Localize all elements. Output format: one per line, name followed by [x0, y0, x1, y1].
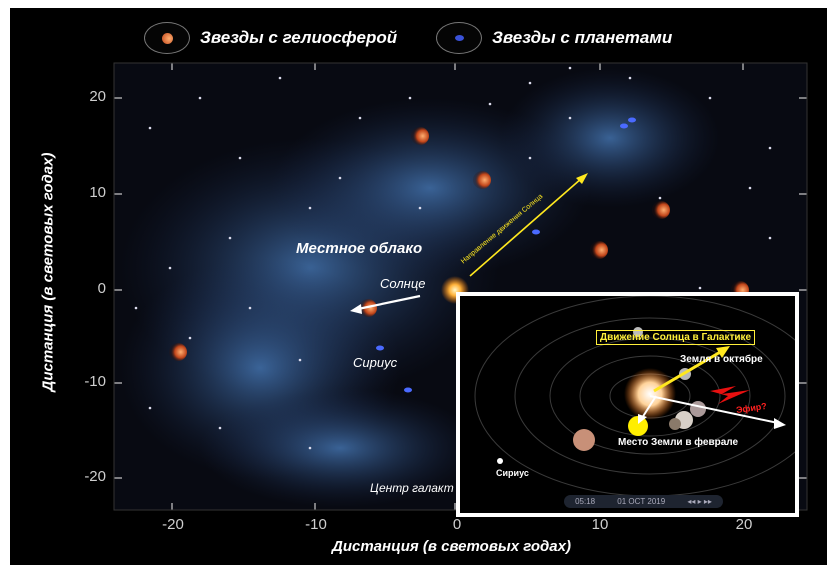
inset-white-arrow-down — [641, 395, 657, 419]
map-canvas — [113, 62, 808, 511]
direction-arrow — [469, 177, 583, 277]
background-star — [418, 206, 422, 210]
motion-arrow-white — [357, 294, 421, 311]
legend: Звезды с гелиосферой Звезды с планетами — [10, 8, 827, 64]
background-star — [568, 116, 572, 120]
legend-item-heliosphere: Звезды с гелиосферой — [144, 22, 397, 54]
planet-top — [633, 327, 643, 337]
heliosphere-star — [652, 201, 670, 219]
legend-label: Звезды с гелиосферой — [200, 28, 398, 47]
x-tick-label: 20 — [735, 516, 753, 533]
y-tick-label: 10 — [89, 184, 106, 201]
planet-star — [376, 345, 384, 351]
heliosphere-star — [590, 241, 608, 259]
planet — [669, 418, 681, 430]
background-star — [218, 426, 222, 430]
planet-star-icon — [436, 22, 482, 54]
background-star — [278, 76, 282, 80]
local-cloud — [120, 68, 720, 508]
planet-star — [628, 117, 636, 123]
background-star — [228, 236, 232, 240]
local-cloud-label: Местное облако — [296, 240, 423, 257]
time-readout: 05:18 — [575, 497, 596, 506]
inset-yellow-arrow — [653, 349, 723, 393]
background-star — [568, 66, 572, 70]
planet-large — [573, 429, 595, 451]
background-star — [408, 96, 412, 100]
date-readout: 01 OCT 2019 — [617, 497, 666, 506]
inset-title: Движение Солнца в Галактике — [596, 330, 756, 345]
heliosphere-star — [169, 343, 187, 361]
background-star — [298, 358, 302, 362]
background-star — [148, 126, 152, 130]
x-tick-label: 10 — [591, 516, 609, 533]
sun-label: Солнце — [380, 276, 426, 291]
earth-february-label: Место Земли в феврале — [618, 437, 739, 448]
galactic-center-label: Центр галакт — [370, 481, 454, 495]
y-tick-label: -20 — [84, 468, 106, 485]
background-star — [658, 196, 662, 200]
sirius-label: Сириус — [353, 355, 398, 370]
playback-controls[interactable]: ◂◂ ▸ ▸▸ — [687, 497, 712, 506]
planet-stars — [376, 117, 636, 393]
background-star — [308, 446, 312, 450]
inset-white-arrow-right — [649, 395, 779, 424]
planet — [690, 401, 706, 417]
playback-bar[interactable]: 05:18 01 OCT 2019 ◂◂ ▸ ▸▸ — [564, 495, 723, 508]
x-tick-label: -10 — [305, 516, 327, 533]
inset-sirius-star — [497, 458, 503, 464]
background-star — [134, 306, 138, 310]
background-star — [358, 116, 362, 120]
background-star — [708, 96, 712, 100]
y-tick-label: 20 — [89, 88, 106, 105]
background-star — [148, 406, 152, 410]
planet-star — [620, 123, 628, 129]
planet-star — [404, 387, 412, 393]
inset-panel: Движение Солнца в Галактике Земля в октя… — [456, 292, 799, 517]
y-tick-label: -10 — [84, 373, 106, 390]
legend-label: Звезды с планетами — [492, 28, 673, 47]
background-star — [768, 236, 772, 240]
earth-february — [628, 416, 648, 436]
background-star — [248, 306, 252, 310]
earth-october-label: Земля в октябре — [680, 354, 763, 365]
background-star — [748, 186, 752, 190]
background-stars — [134, 66, 772, 450]
background-star — [188, 336, 192, 340]
background-star — [528, 81, 532, 85]
heliosphere-star-icon — [144, 22, 190, 54]
x-tick-label: 0 — [452, 516, 462, 533]
x-tick-label: -20 — [162, 516, 184, 533]
background-star — [768, 146, 772, 150]
background-star — [168, 266, 172, 270]
y-axis-title: Дистанция (в световых годах) — [39, 152, 57, 392]
y-tick-label: 0 — [97, 280, 106, 297]
background-star — [198, 96, 202, 100]
heliosphere-star — [473, 171, 491, 189]
lightning-icon — [710, 386, 750, 404]
legend-item-planets: Звезды с планетами — [436, 22, 672, 54]
x-axis-title: Дистанция (в световых годах) — [332, 538, 571, 555]
inset-sun — [624, 368, 676, 420]
heliosphere-stars — [169, 127, 749, 361]
background-star — [308, 206, 312, 210]
inset-sirius-label: Сириус — [496, 468, 529, 478]
heliosphere-star — [411, 127, 429, 145]
background-star — [338, 176, 342, 180]
background-star — [488, 102, 492, 106]
background-star — [628, 76, 632, 80]
figure-frame: Звезды с гелиосферой Звезды с планетами … — [10, 8, 827, 565]
background-star — [238, 156, 242, 160]
background-star — [528, 156, 532, 160]
background-star — [698, 286, 702, 290]
planet-star — [532, 229, 540, 235]
inset-canvas — [474, 296, 795, 497]
